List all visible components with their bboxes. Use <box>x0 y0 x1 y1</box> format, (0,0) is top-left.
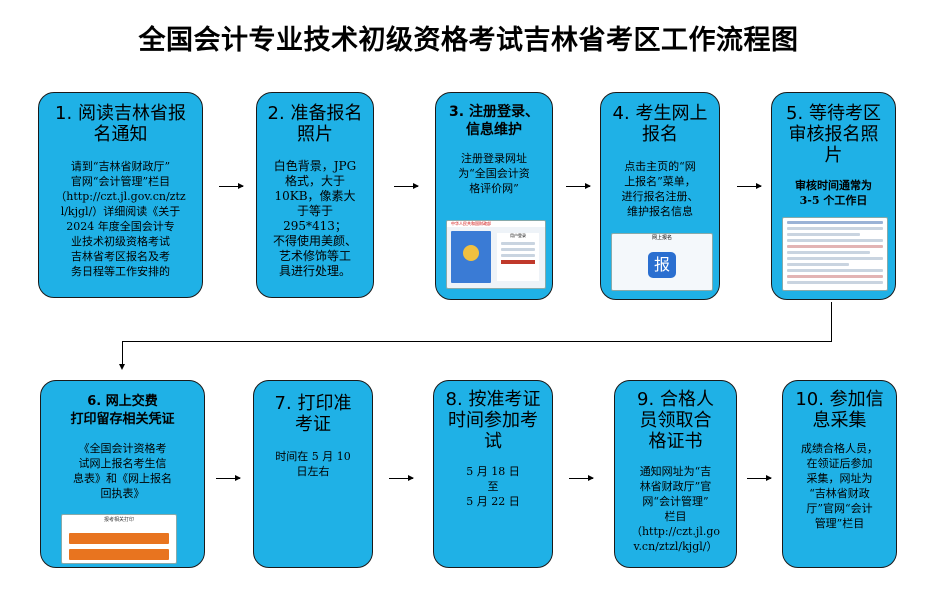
page-title: 全国会计专业技术初级资格考试吉林省考区工作流程图 <box>138 25 799 56</box>
step-6-text: 《全国会计资格考 试网上报名考生信 息表》和《网上报名 回执表》 <box>73 442 172 500</box>
connector-vertical-right <box>831 302 832 342</box>
step-8-box: 8. 按准考证 时间参加考 试 5 月 18 日 至 5 月 22 日 <box>433 380 553 568</box>
print-button-2 <box>69 549 169 560</box>
step-7-box: 7. 打印准 考证 时间在 5 月 10 日左右 <box>253 380 373 568</box>
step-6-box: 6. 网上交费 打印留存相关凭证 《全国会计资格考 试网上报名考生信 息表》和《… <box>40 380 205 568</box>
connector-arrowhead <box>119 364 125 370</box>
arrow-7-8 <box>389 475 414 481</box>
arrow-4-5 <box>737 183 762 189</box>
step-5-box: 5. 等待考区 审核报名照 片 审核时间通常为 3-5 个工作日 <box>771 92 896 300</box>
apply-page-screenshot: 网上报名 报 <box>611 233 713 291</box>
arrow-3-4 <box>566 183 591 189</box>
step-9-text: 通知网址为“吉 林省财政厅”官 网“会计管理” 栏目 （http://czt.j… <box>630 465 721 553</box>
step-7-heading: 7. 打印准 考证 <box>274 393 352 435</box>
step-4-text: 点击主页的“网 上报名”菜单， 进行报名注册、 维护报名信息 <box>621 160 699 218</box>
login-emblem-icon <box>463 245 479 261</box>
connector-horizontal <box>122 341 832 342</box>
arrow-8-9 <box>569 475 594 481</box>
step-8-heading: 8. 按准考证 时间参加考 试 <box>445 389 541 452</box>
step-10-box: 10. 参加信 息采集 成绩合格人员， 在领证后参加 采集，网址为 “吉林省财政… <box>782 380 897 568</box>
step-3-text: 注册登录网址 为“全国会计资 格评价网” <box>458 152 530 195</box>
step-5-text: 审核时间通常为 3-5 个工作日 <box>795 179 872 207</box>
step-6-heading: 6. 网上交费 打印留存相关凭证 <box>70 394 175 427</box>
arrow-6-7 <box>216 475 241 481</box>
print-button-1 <box>69 533 169 544</box>
login-form-title: 用户登录 <box>510 233 526 238</box>
step-1-text: 请到“吉林省财政厅” 官网“会计管理”栏目 （http://czt.jl.gov… <box>55 160 186 278</box>
step-3-box: 3. 注册登录、 信息维护 注册登录网址 为“全国会计资 格评价网” 中华人民共… <box>435 92 553 300</box>
step-10-text: 成绩合格人员， 在领证后参加 采集，网址为 “吉林省财政 厅”官网“会计 管理”… <box>801 442 878 530</box>
apply-title: 网上报名 <box>651 235 672 241</box>
step-4-box: 4. 考生网上 报名 点击主页的“网 上报名”菜单， 进行报名注册、 维护报名信… <box>600 92 720 300</box>
login-header-text: 中华人民共和国财政部 <box>447 221 545 227</box>
step-2-box: 2. 准备报名 照片 白色背景，JPG 格式，大于 10KB，像素大 于等于 2… <box>256 92 374 298</box>
step-1-box: 1. 阅读吉林省报 名通知 请到“吉林省财政厅” 官网“会计管理”栏目 （htt… <box>38 92 203 298</box>
apply-icon: 报 <box>648 252 676 278</box>
step-8-text: 5 月 18 日 至 5 月 22 日 <box>466 465 520 508</box>
login-page-screenshot: 中华人民共和国财政部 用户登录 <box>446 220 546 289</box>
print-page-screenshot: 报考相关打印 <box>61 514 177 564</box>
connector-vertical-left <box>122 341 123 365</box>
print-title: 报考相关打印 <box>103 517 134 523</box>
step-2-heading: 2. 准备报名 照片 <box>267 103 363 145</box>
step-9-box: 9. 合格人 员领取合 格证书 通知网址为“吉 林省财政厅”官 网“会计管理” … <box>614 380 737 568</box>
step-5-heading: 5. 等待考区 审核报名照 片 <box>786 103 881 166</box>
arrow-1-2 <box>219 183 244 189</box>
step-3-heading: 3. 注册登录、 信息维护 <box>449 104 539 138</box>
login-left-image <box>451 231 491 283</box>
step-9-heading: 9. 合格人 员领取合 格证书 <box>637 389 714 452</box>
step-10-heading: 10. 参加信 息采集 <box>795 389 884 431</box>
step-7-text: 时间在 5 月 10 日左右 <box>275 450 351 478</box>
review-page-screenshot <box>782 217 888 291</box>
login-button <box>501 260 535 264</box>
arrow-9-10 <box>747 475 772 481</box>
step-4-heading: 4. 考生网上 报名 <box>612 103 708 145</box>
arrow-2-3 <box>394 183 419 189</box>
step-1-heading: 1. 阅读吉林省报 名通知 <box>55 103 186 145</box>
login-form: 用户登录 <box>497 233 539 281</box>
step-2-text: 白色背景，JPG 格式，大于 10KB，像素大 于等于 295*413； 不得使… <box>272 159 357 278</box>
